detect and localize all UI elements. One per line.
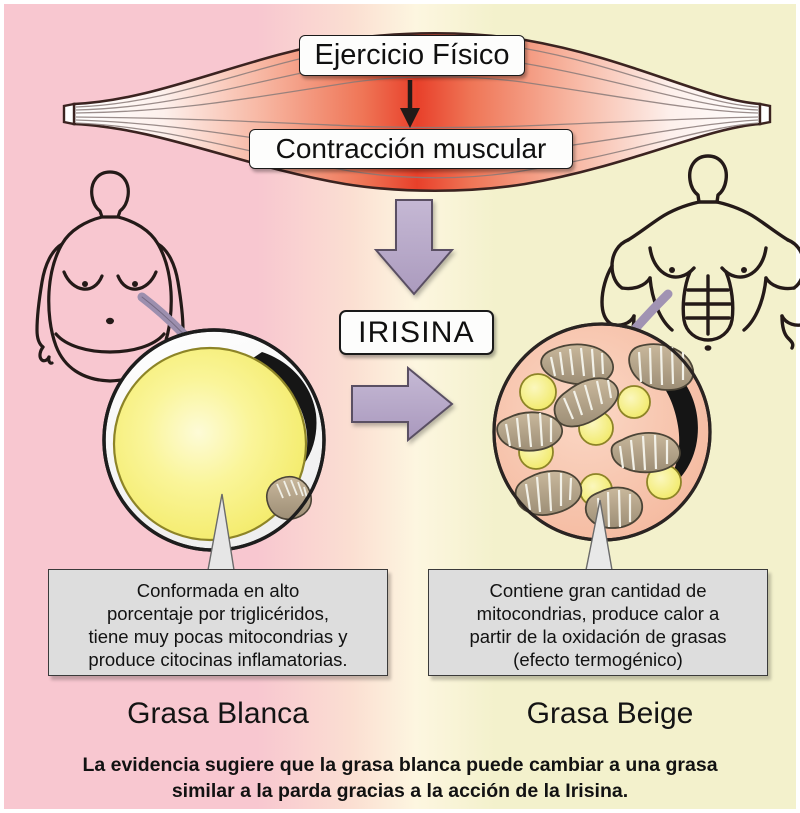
callout-beige-line-3: partir de la oxidación de grasas (469, 626, 727, 647)
label-ejercicio-fisico: Ejercicio Físico (299, 35, 525, 76)
right-arrow-block-icon (351, 365, 454, 443)
muscular-body-icon (600, 154, 800, 351)
footer-conclusion: La evidencia sugiere que la grasa blanca… (40, 752, 760, 804)
footer-line-1: La evidencia sugiere que la grasa blanca… (82, 754, 718, 776)
cell-name-grasa-beige: Grasa Beige (526, 697, 694, 730)
callout-white-line-2: porcentaje por triglicéridos, (106, 603, 330, 624)
down-arrow-block-icon (373, 199, 455, 296)
callout-white-line-4: produce citocinas inflamatorias. (88, 649, 348, 670)
label-contraccion-muscular: Contracción muscular (249, 129, 573, 169)
callout-white-line-1: Conformada en alto (136, 580, 300, 601)
callout-beige-line-1: Contiene gran cantidad de (489, 580, 707, 601)
callout-white-fat: Conformada en alto porcentaje por trigli… (48, 569, 388, 676)
callout-beige-fat: Contiene gran cantidad de mitocondrias, … (428, 569, 768, 676)
footer-line-2: similar a la parda gracias a la acción d… (171, 780, 629, 802)
callout-beige-line-2: mitocondrias, produce calor a (476, 603, 720, 624)
white-adipocyte-icon (102, 328, 326, 552)
cell-name-grasa-blanca: Grasa Blanca (127, 697, 309, 730)
callout-beige-line-4: (efecto termogénico) (513, 649, 683, 670)
callout-white-line-3: tiene muy pocas mitocondrias y (88, 626, 348, 647)
down-arrow-thin-icon (400, 80, 420, 128)
label-irisina: IRISINA (339, 310, 494, 355)
